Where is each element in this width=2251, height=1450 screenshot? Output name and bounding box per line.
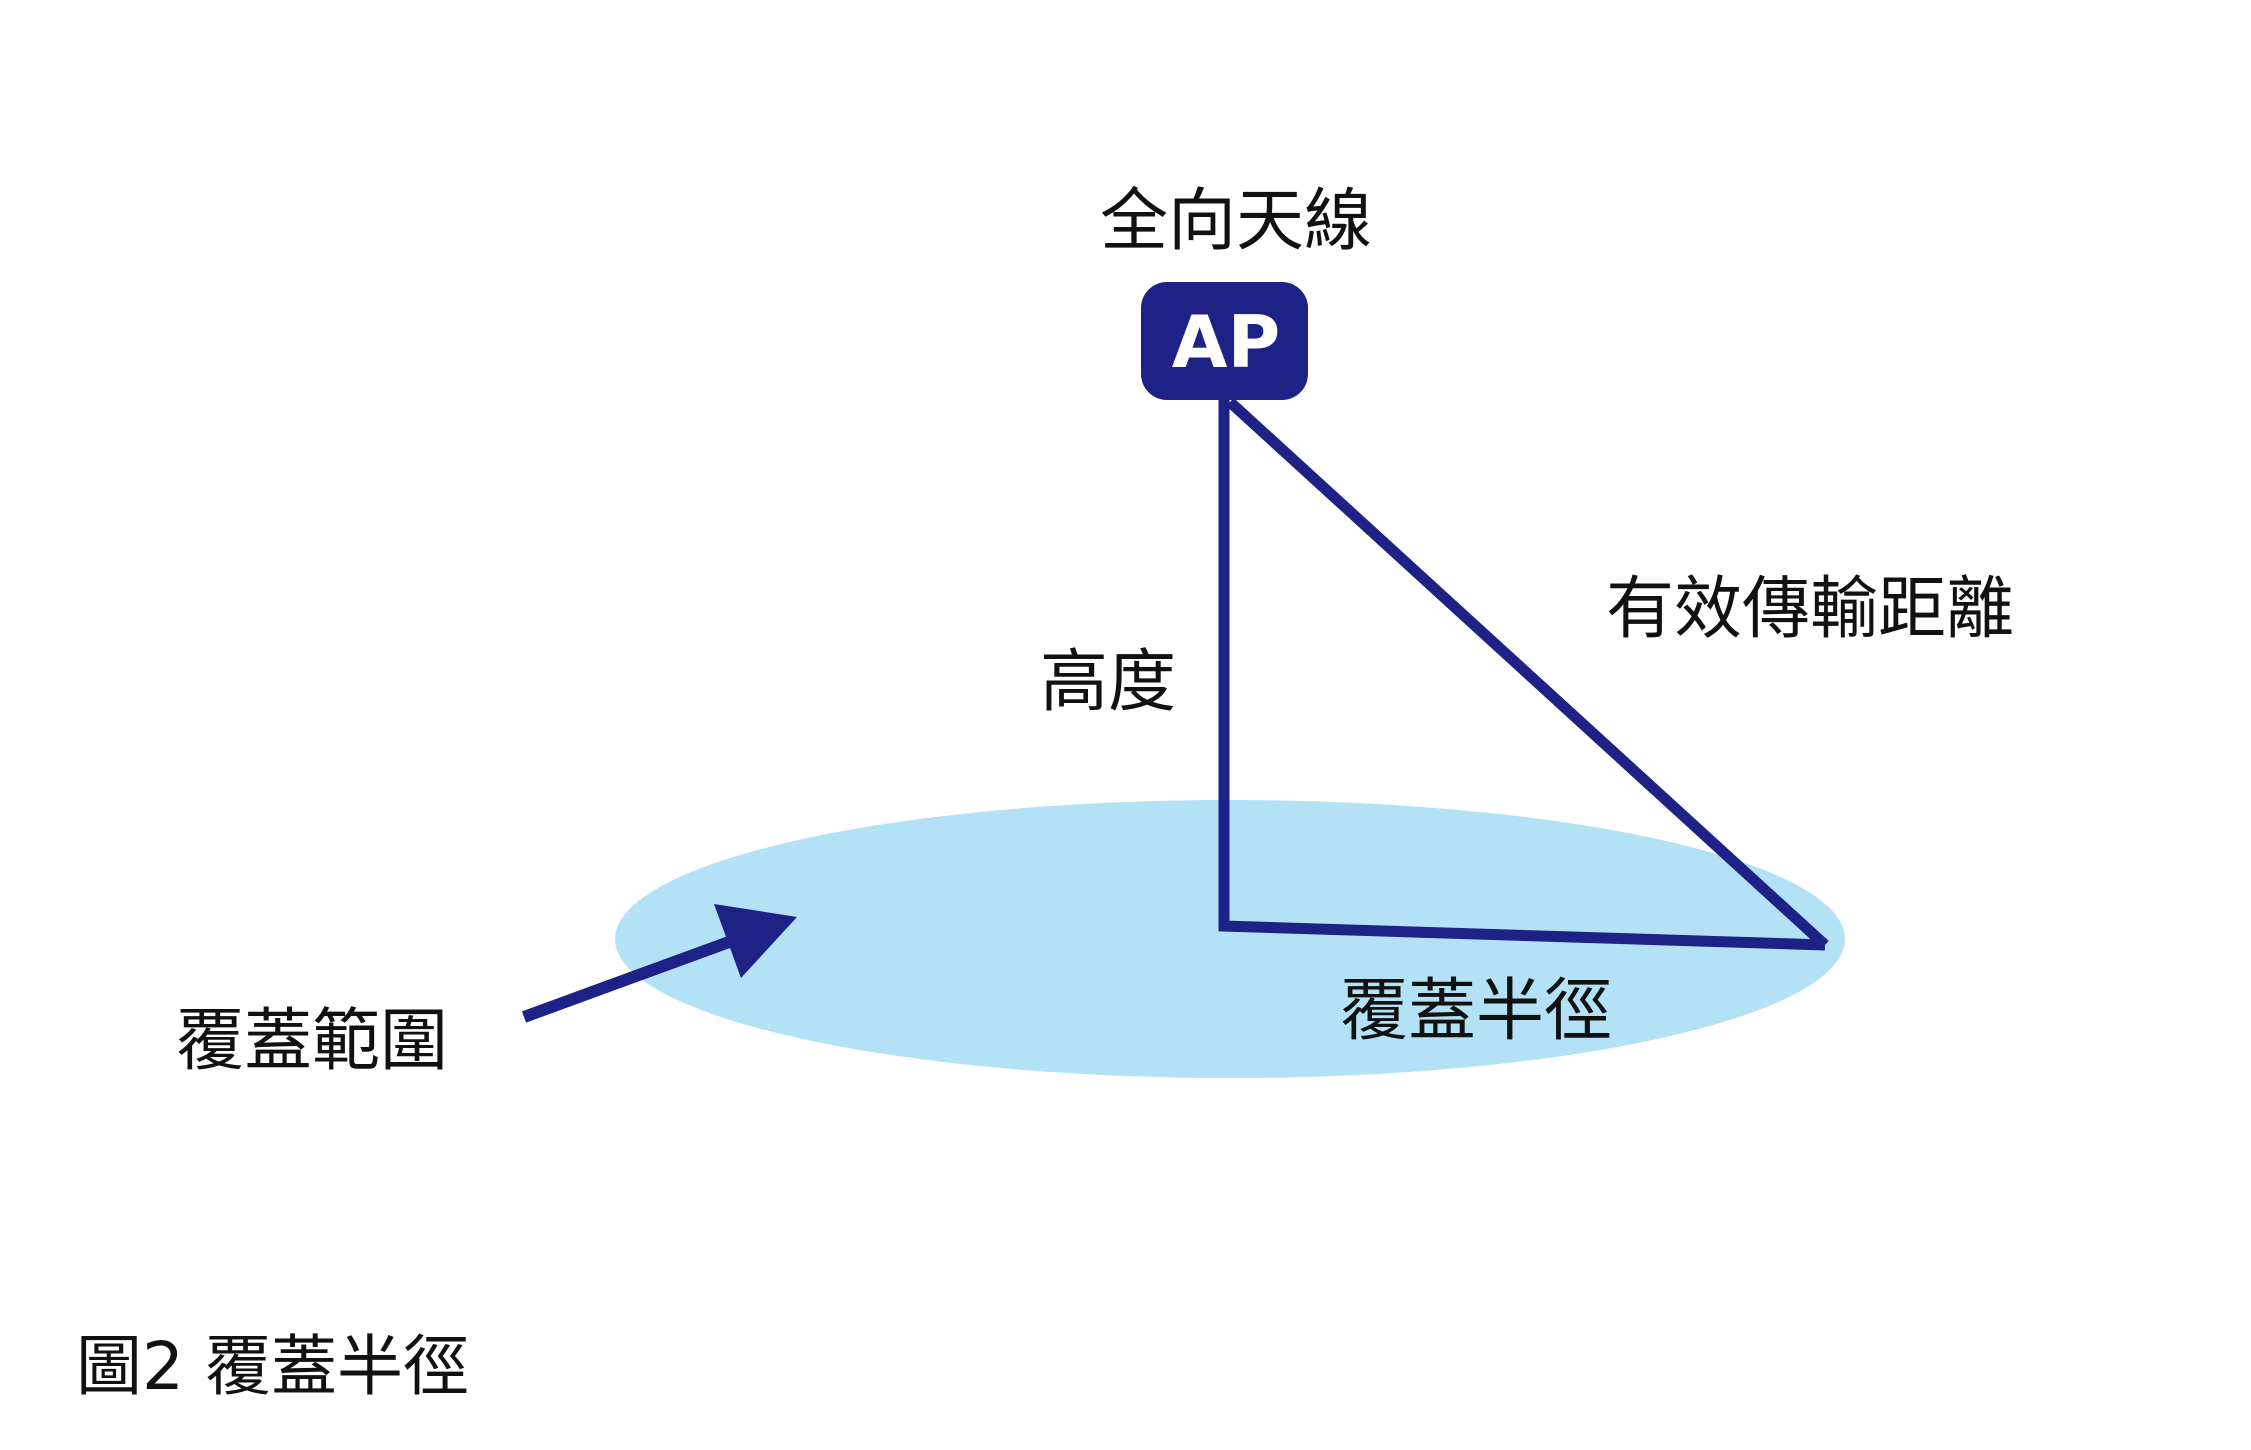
coverage-arrow: [521, 904, 797, 1023]
height-label: 高度: [1040, 643, 1176, 722]
transmission-distance-label: 有效傳輸距離: [1606, 570, 2014, 649]
coverage-radius-label: 覆蓋半徑: [1340, 972, 1612, 1051]
antenna-label: 全向天線: [1100, 182, 1372, 261]
figure-caption: 圖2 覆蓋半徑: [76, 1328, 469, 1405]
transmission-distance-line: [1226, 397, 1829, 950]
ap-box: [1141, 282, 1308, 400]
triangle-lines: [1218, 397, 1829, 951]
coverage-arrow-shaft: [521, 932, 743, 1023]
coverage-area-ellipse: [615, 800, 1845, 1078]
height-and-radius-lines: [1218, 400, 1826, 951]
coverage-area-label: 覆蓋範圍: [176, 1002, 448, 1081]
coverage-arrow-head: [714, 904, 797, 978]
ap-device: AP: [1141, 282, 1308, 400]
ap-label: AP: [1172, 300, 1281, 384]
